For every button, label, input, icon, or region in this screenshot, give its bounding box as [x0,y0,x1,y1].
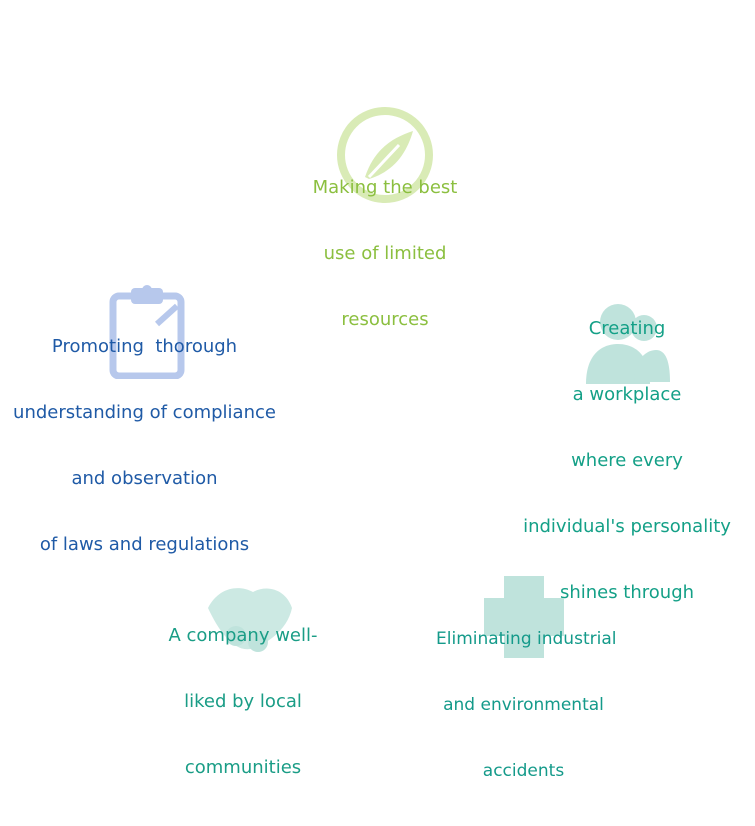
compliance-line: Promoting thorough [51,336,238,357]
community-line: A company well- [168,625,318,646]
compliance-label: Promoting thorough understanding of comp… [2,292,287,600]
clipboard-icon [109,285,185,379]
safety-item: Eliminating industrial and environmental… [436,576,616,781]
workplace-line: Creating [588,318,666,339]
community-item: A company well- liked by local communiti… [158,578,328,778]
resources-line: resources [341,309,429,330]
people-icon [586,304,670,384]
resources-line: Making the best [312,177,458,198]
workplace-line: individual's personality [523,516,731,537]
compliance-line: of laws and regulations [39,534,250,555]
workplace-item: Creating a workplace where every individ… [512,272,742,603]
workplace-label: Creating a workplace where every individ… [512,274,742,648]
safety-cross-icon [484,576,564,658]
safety-label: Eliminating industrial and environmental… [436,584,617,826]
community-label: A company well- liked by local communiti… [158,581,328,823]
compliance-line: and observation [71,468,218,489]
resources-item: Making the best use of limited resources [300,105,470,330]
leaf-circle-icon [337,107,433,203]
workplace-line: where every [571,450,683,471]
compliance-line: understanding of compliance [13,402,276,423]
community-line: communities [184,757,302,778]
handshake-icon [208,588,292,652]
safety-line: and environmental [443,695,604,715]
workplace-line: a workplace [572,384,682,405]
safety-line: Eliminating industrial [436,629,617,649]
resources-line: use of limited [323,243,447,264]
community-line: liked by local [184,691,302,712]
compliance-item: Promoting thorough understanding of comp… [2,282,287,555]
workplace-line: shines through [559,582,695,603]
resources-label: Making the best use of limited resources [300,133,470,375]
safety-line: accidents [482,761,565,781]
